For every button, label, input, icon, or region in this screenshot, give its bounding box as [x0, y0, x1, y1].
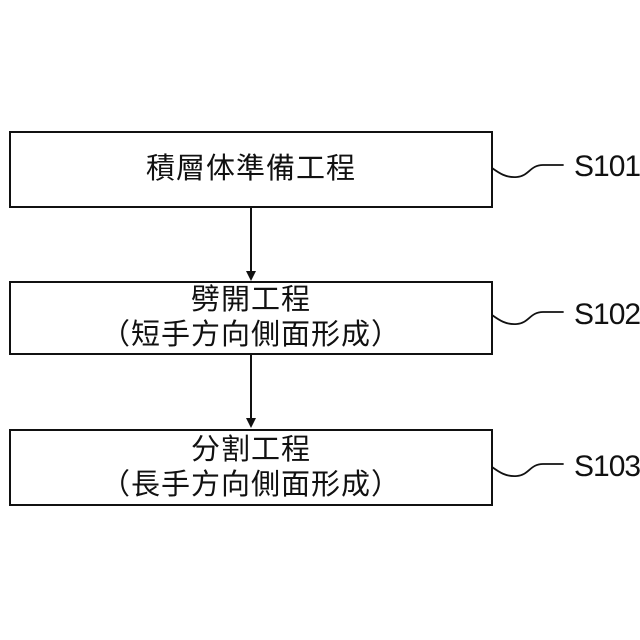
process-box-dividing: 分割工程 （長手方向側面形成） — [9, 429, 493, 506]
step-label-s103: S103 — [574, 450, 640, 483]
process-title: 分割工程 — [190, 433, 311, 466]
reference-connector-squiggle-3 — [492, 459, 564, 483]
process-subtitle: （短手方向側面形成） — [100, 319, 401, 351]
arrow-down-line-1 — [250, 208, 252, 272]
process-title: 劈開工程 — [190, 284, 311, 316]
step-label-s101: S101 — [574, 150, 640, 183]
process-box-laminate-preparation: 積層体準備工程 — [9, 131, 493, 208]
process-title: 積層体準備工程 — [145, 153, 356, 185]
squiggle-line-icon — [492, 463, 564, 478]
step-label-s102: S102 — [574, 298, 640, 331]
arrow-down-head-icon-1 — [245, 271, 256, 281]
squiggle-line-icon — [492, 164, 564, 179]
process-subtitle: （長手方向側面形成） — [100, 468, 401, 501]
arrow-down-line-2 — [250, 355, 252, 418]
reference-connector-squiggle-2 — [492, 307, 564, 331]
process-box-cleaving: 劈開工程 （短手方向側面形成） — [9, 281, 493, 355]
squiggle-line-icon — [492, 311, 564, 326]
reference-connector-squiggle-1 — [492, 160, 564, 184]
arrow-down-head-icon-2 — [245, 418, 256, 428]
